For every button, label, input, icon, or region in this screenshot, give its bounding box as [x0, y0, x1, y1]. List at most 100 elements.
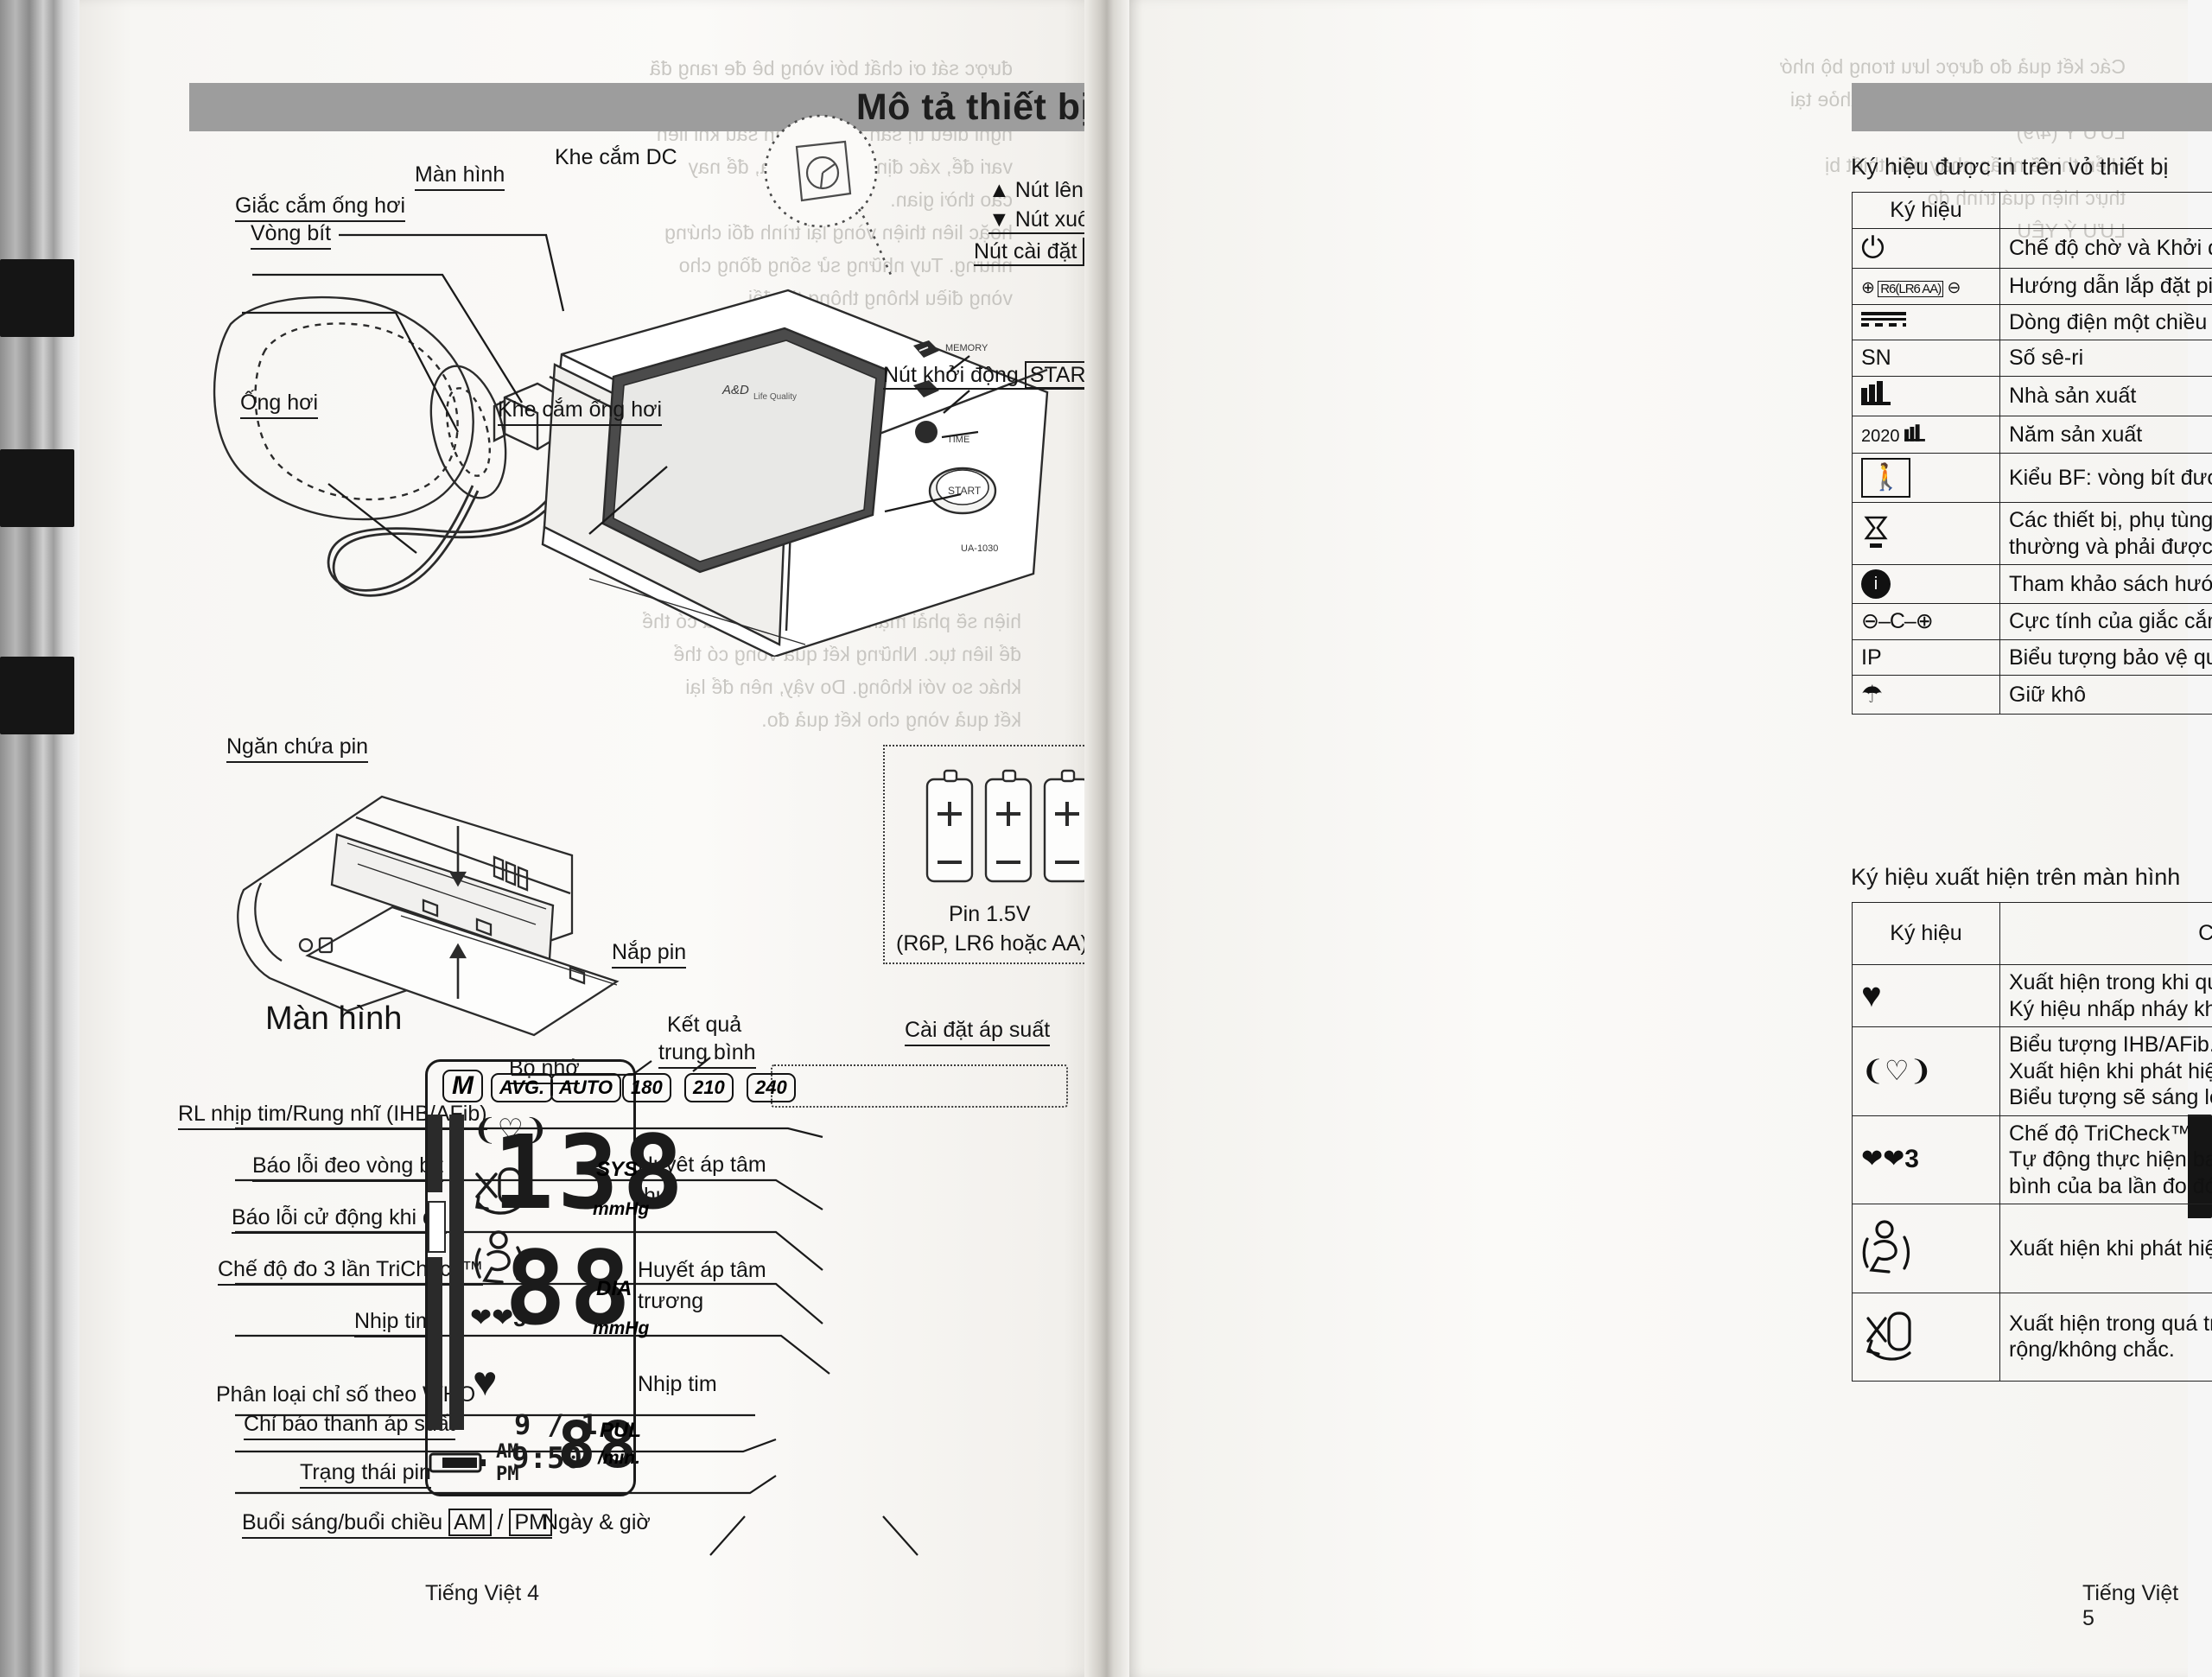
- table-row: ❨♡❩ Biểu tượng IHB/AFib. Xuất hiện khi p…: [1852, 1026, 2212, 1116]
- preset-240-icon: 240: [747, 1073, 796, 1102]
- screen-label-pulse: Nhịp tim: [354, 1309, 434, 1337]
- pressure-setting-dotted-frame: [771, 1064, 1068, 1108]
- th-meaning: Chức năng/ Ý nghĩa: [1999, 192, 2212, 229]
- body-movement-glyph: [1862, 1220, 1910, 1274]
- ip-rating-icon: IP: [1852, 638, 2000, 677]
- device-illustration: A&D Life Quality MEMORY TIME START UA-10…: [213, 289, 1049, 657]
- who-classification-bar-segment: [428, 1115, 442, 1192]
- auto-icon: AUTO: [550, 1073, 621, 1102]
- dc-jack-callout: [764, 114, 893, 277]
- screen-label-datetime: Ngày & giờ: [543, 1510, 651, 1534]
- diastolic-unit-mmhg: mmHg: [593, 1318, 650, 1338]
- table-header-row: Ký hiệu Chức năng/ Ý nghĩa Hành động đượ…: [1852, 902, 2212, 965]
- table-row: Các thiết bị, phụ tùng và pin đã qua sử …: [1852, 502, 2212, 566]
- table-row: ⏻ Chế độ chờ và Khởi động thiết bị: [1852, 227, 2212, 269]
- page-edge-tab: [0, 657, 74, 734]
- page-edge-tab: [0, 449, 74, 527]
- table-row: Xuất hiện khi phát hiện cử động của cơ t…: [1852, 1204, 2212, 1293]
- left-page-title: Mô tả thiết bị: [855, 86, 1091, 128]
- screen-label-battery-status: Trạng thái pin: [300, 1460, 431, 1489]
- pulse-unit-min: /min.: [598, 1448, 641, 1468]
- battery-compartment-illustration: [237, 795, 620, 1037]
- diastolic-unit-label: DIA: [596, 1277, 632, 1300]
- th-symbol: Ký hiệu: [1852, 192, 2000, 229]
- svg-text:UA-1030: UA-1030: [961, 543, 998, 554]
- screen-label-ampm: Buổi sáng/buổi chiều AM / PM: [242, 1509, 552, 1539]
- systolic-unit-label: SYS: [596, 1158, 639, 1181]
- row-meaning: Năm sản xuất: [1999, 416, 2212, 454]
- left-page-footer: Tiếng Việt 4: [425, 1581, 540, 1605]
- am-key-icon: AM: [448, 1509, 492, 1536]
- label-dc-jack: Khe cắm DC: [555, 145, 677, 169]
- table-header-row: Ký hiệu Chức năng/ Ý nghĩa: [1852, 192, 2212, 229]
- heartbeat-icon: ♥: [473, 1359, 498, 1405]
- right-page-footer: Tiếng Việt 5: [2082, 1581, 2179, 1630]
- label-battery-type-line1: Pin 1.5V: [949, 902, 1031, 926]
- label-up-button: ▲Nút lên: [988, 178, 1084, 202]
- row-meaning: Số sê-ri: [1999, 340, 2212, 377]
- pulse-value: 88: [557, 1408, 640, 1483]
- tricheck-icon: ❤❤3: [1852, 1115, 2000, 1204]
- section2-heading: Ký hiệu xuất hiện trên màn hình: [1851, 864, 2181, 890]
- svg-text:TIME: TIME: [947, 435, 969, 445]
- triangle-up-icon: ▲: [988, 178, 1010, 202]
- table-row: ⊕ R6(LR6 AA) ⊖ Hướng dẫn lắp đặt pin: [1852, 268, 2212, 305]
- row-meaning: Các thiết bị, phụ tùng và pin đã qua sử …: [1999, 502, 2212, 566]
- svg-text:A&D: A&D: [721, 383, 749, 397]
- am-indicator: AM: [496, 1441, 519, 1463]
- screen-label-movement-error: Báo lỗi cử động khi đo: [232, 1205, 447, 1234]
- pressure-indicator-bar: [449, 1115, 464, 1430]
- table-row: Nhà sản xuất: [1852, 375, 2212, 416]
- tricheck-icon: ❤❤3: [470, 1304, 526, 1332]
- svg-text:Life Quality: Life Quality: [753, 392, 797, 402]
- screen-section-heading: Màn hình: [265, 1000, 403, 1037]
- diastolic-value: 88: [505, 1229, 635, 1348]
- who-classification-bar-segment: [428, 1257, 442, 1430]
- pulse-unit-label: PUL: [600, 1419, 641, 1442]
- memory-icon: M: [442, 1070, 483, 1102]
- heartbeat-icon: ♥: [1852, 964, 2000, 1027]
- ihb-afib-icon: ❨♡❩: [1852, 1026, 2000, 1116]
- row-meaning: Xuất hiện khi phát hiện cử động của cơ t…: [1999, 1204, 2212, 1293]
- th-symbol: Ký hiệu: [1852, 902, 2000, 965]
- battery-status-icon: [429, 1452, 486, 1473]
- label-air-socket: Khe cắm ống hơi: [498, 397, 663, 426]
- row-meaning: Xuất hiện trong quá trình đo khi đeo vòn…: [1999, 1292, 2212, 1382]
- left-page-title-bar: Mô tả thiết bị: [189, 83, 1114, 131]
- table-row: ☂ Giữ khô: [1852, 675, 2212, 715]
- table-row: i Tham khảo sách hướng dẫn sử dụng: [1852, 564, 2212, 605]
- direct-current-icon: [1852, 303, 2000, 340]
- time-value: 9:50: [512, 1441, 582, 1476]
- row-meaning: Cực tính của giắc cắm DC: [1999, 603, 2212, 640]
- row-meaning: Dòng điện một chiều: [1999, 303, 2212, 340]
- keep-dry-icon: ☂: [1852, 675, 2000, 715]
- row-meaning: Tham khảo sách hướng dẫn sử dụng: [1999, 564, 2212, 605]
- systolic-value: 138: [493, 1113, 688, 1232]
- dc-polarity-icon: ⊖–C–⊕: [1852, 603, 2000, 640]
- serial-number-icon: SN: [1852, 340, 2000, 377]
- cuff-error-icon: [1852, 1292, 2000, 1382]
- type-bf-icon: 🚶: [1852, 452, 2000, 504]
- section1-heading: Ký hiệu được in trên vỏ thiết bị: [1851, 154, 2169, 180]
- table-row: ♥ Xuất hiện trong khi quá trình đo. Ký h…: [1852, 964, 2212, 1027]
- book-gutter: [1084, 0, 1129, 1677]
- screen-label-systolic: Huyêt áp tâm thu: [638, 1153, 766, 1208]
- preset-180-icon: 180: [622, 1073, 671, 1102]
- label-battery-type-line2: (R6P, LR6 hoặc AA): [896, 931, 1088, 956]
- label-pressure-setting: Cài đặt áp suất: [905, 1018, 1051, 1046]
- label-air-tube: Ống hơi: [240, 391, 319, 419]
- weee-icon: [1852, 502, 2000, 566]
- crossed-out-bin-icon: [1864, 516, 1888, 548]
- label-average-line2: trung bình: [658, 1040, 756, 1069]
- pm-key-icon: PM: [509, 1509, 552, 1536]
- th-meaning: Chức năng/ Ý nghĩa: [1999, 902, 2212, 965]
- row-meaning: Hướng dẫn lắp đặt pin: [1999, 268, 2212, 305]
- table-row: ⊖–C–⊕ Cực tính của giắc cắm DC: [1852, 603, 2212, 640]
- triangle-down-icon: ▼: [988, 207, 1010, 232]
- pm-indicator: PM: [496, 1464, 519, 1485]
- row-meaning: Biểu tượng IHB/AFib. Xuất hiện khi phát …: [1999, 1026, 2212, 1116]
- cuff-error-glyph: [1866, 1312, 1911, 1361]
- table-row: ❤❤3 Chế độ TriCheck™ Tự động thực hiện b…: [1852, 1115, 2212, 1204]
- power-standby-icon: ⏻: [1852, 227, 2000, 269]
- table-row: Xuất hiện trong quá trình đo khi đeo vòn…: [1852, 1292, 2212, 1382]
